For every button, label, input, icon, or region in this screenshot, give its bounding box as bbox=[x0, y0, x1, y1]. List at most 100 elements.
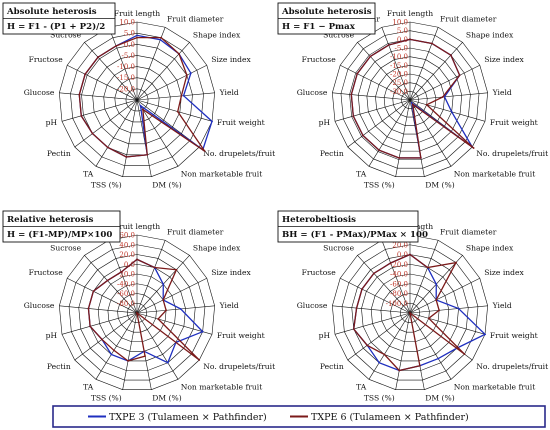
chart3-series-1-point-3 bbox=[435, 299, 438, 301]
legend-label-0: TXPE 3 (Tulameen × Pathfinder) bbox=[109, 412, 267, 423]
chart1-series-1-point-16 bbox=[387, 44, 390, 46]
chart0-axis-label-0: Fruit length bbox=[114, 9, 160, 18]
chart1-spoke-11 bbox=[347, 99, 411, 148]
chart2-tick-label-5: -40.0 bbox=[117, 280, 135, 288]
chart1-axis-label-0: Fruit length bbox=[387, 9, 433, 18]
chart0-axis-label-15: Sucrose bbox=[50, 31, 81, 40]
chart2-tick-label-0: 60.0 bbox=[119, 232, 135, 240]
chart3-tick-label-5: -60.0 bbox=[390, 280, 408, 288]
chart0-grid-ring-5 bbox=[114, 77, 160, 123]
chart1-series-1-line bbox=[350, 38, 475, 159]
chart3-axis-label-13: Glucose bbox=[297, 301, 328, 310]
chart2-series-1-line bbox=[87, 258, 200, 362]
chart1-grid-ring-3 bbox=[357, 47, 463, 152]
chart1-axis-label-15: Sucrose bbox=[323, 31, 354, 40]
chart0-axis-label-10: TA bbox=[83, 170, 94, 179]
chart3-series-1-point-10 bbox=[383, 353, 386, 356]
chart1-grid-ring-4 bbox=[366, 56, 454, 143]
chart2-grid-ring-0 bbox=[59, 234, 215, 390]
chart0-series-0-point-0 bbox=[136, 34, 138, 37]
chart1-tick-label-3: -5.0 bbox=[395, 45, 409, 53]
chart1-spoke-9 bbox=[395, 99, 411, 177]
chart3-spoke-12 bbox=[334, 312, 411, 335]
chart0-series-1-point-0 bbox=[136, 36, 138, 39]
chart3-series-1-point-11 bbox=[366, 344, 369, 347]
chart2-axis-label-12: pH bbox=[46, 331, 58, 340]
chart2-spoke-13 bbox=[59, 305, 138, 314]
chart1-axis-label-6: No. drupelets/fruit bbox=[476, 149, 548, 158]
chart0-series-0-point-4 bbox=[182, 94, 185, 97]
chart0-axis-label-14: Fructose bbox=[29, 55, 64, 64]
chart2-axis-label-2: Shape index bbox=[193, 244, 241, 253]
chart2-spoke-7 bbox=[136, 312, 179, 380]
chart2-axis-label-8: DM (%) bbox=[152, 394, 181, 403]
chart2-series-0-point-4 bbox=[179, 308, 182, 310]
chart2-grid-ring-1 bbox=[68, 244, 206, 381]
chart3-spoke-14 bbox=[340, 277, 411, 314]
chart3-series-1-point-9 bbox=[398, 369, 401, 372]
chart3-tick-label-2: 0.0 bbox=[397, 251, 408, 259]
chart0-series-1-point-11 bbox=[91, 132, 94, 135]
chart3-axis-label-2: Shape index bbox=[466, 244, 514, 253]
chart1-tick-label-0: 10.0 bbox=[392, 19, 408, 27]
chart0-axis-label-11: Pectin bbox=[47, 149, 71, 158]
chart1-axis-label-8: DM (%) bbox=[425, 181, 454, 190]
chart2-spoke-3 bbox=[136, 277, 207, 314]
chart3-series-1-point-2 bbox=[455, 261, 457, 264]
chart2-axis-label-3: Size index bbox=[211, 268, 251, 277]
chart2-series-1-point-7 bbox=[136, 312, 138, 314]
chart1-series-1-point-5 bbox=[425, 103, 428, 106]
chart3-spoke-11 bbox=[347, 312, 411, 361]
chart0-series-1-point-15 bbox=[97, 56, 99, 59]
chart3-series-0-point-5 bbox=[484, 333, 486, 336]
chart3-spoke-3 bbox=[409, 277, 480, 314]
chart0-series-1-point-13 bbox=[78, 93, 81, 96]
chart0-spoke-14 bbox=[67, 64, 138, 101]
chart0-spoke-9 bbox=[122, 99, 138, 177]
chart1-series-1-point-11 bbox=[362, 134, 364, 137]
chart0-series-1-point-5 bbox=[176, 110, 179, 113]
chart2-axis-label-9: TSS (%) bbox=[91, 394, 122, 403]
chart0-spoke-16 bbox=[108, 27, 138, 101]
chart1-axis-label-2: Shape index bbox=[466, 31, 514, 40]
chart2-series-0-point-7 bbox=[166, 361, 169, 364]
chart1-series-1-point-7 bbox=[411, 103, 414, 106]
chart0-grid-ring-6 bbox=[125, 88, 149, 112]
chart2-axis-label-15: Sucrose bbox=[50, 244, 81, 253]
chart3-spoke-7 bbox=[409, 312, 452, 380]
chart3-spoke-16 bbox=[381, 240, 411, 314]
chart1-axis-label-13: Glucose bbox=[297, 88, 328, 97]
chart3-spoke-9 bbox=[395, 312, 411, 390]
chart1-axis-label-12: pH bbox=[319, 118, 331, 127]
chart2-axis-label-1: Fruit diameter bbox=[167, 228, 224, 237]
chart0-axis-label-2: Shape index bbox=[193, 31, 241, 40]
chart3-series-1-point-1 bbox=[426, 266, 429, 269]
chart3-series-1-point-5 bbox=[427, 317, 430, 320]
chart1-grid-ring-0 bbox=[332, 21, 488, 177]
chart3-axis-label-9: TSS (%) bbox=[364, 394, 395, 403]
chart2-axis-label-6: No. drupelets/fruit bbox=[203, 362, 275, 371]
chart3-axis-label-14: Fructose bbox=[302, 268, 337, 277]
chart0-series-1-point-2 bbox=[178, 52, 180, 55]
chart0-axis-label-6: No. drupelets/fruit bbox=[203, 149, 275, 158]
chart3-spoke-1 bbox=[409, 240, 439, 314]
chart0-axis-label-3: Size index bbox=[211, 55, 251, 64]
chart3-axis-label-1: Fruit diameter bbox=[440, 228, 497, 237]
chart2-series-1-point-1 bbox=[153, 266, 156, 269]
chart2-grid-ring-6 bbox=[117, 293, 157, 333]
chart2-series-1-point-0 bbox=[136, 258, 138, 261]
chart0-spoke-12 bbox=[61, 99, 138, 122]
chart3-axis-label-10: TA bbox=[356, 383, 367, 392]
chart1-series-1-point-8 bbox=[419, 157, 422, 159]
chart3-series-1-point-6 bbox=[463, 353, 466, 356]
chart3-series-1-point-4 bbox=[438, 309, 441, 312]
chart2-spoke-1 bbox=[136, 240, 166, 314]
chart2-series-1-point-5 bbox=[157, 318, 160, 320]
chart3-axis-label-15: Sucrose bbox=[323, 244, 354, 253]
chart2-series-1-point-14 bbox=[92, 290, 95, 293]
chart2-series-0-point-10 bbox=[110, 353, 113, 356]
chart1-grid-ring-8 bbox=[401, 91, 419, 109]
chart1-spoke-2 bbox=[409, 42, 463, 101]
chart2-axis-label-0: Fruit length bbox=[114, 222, 160, 231]
